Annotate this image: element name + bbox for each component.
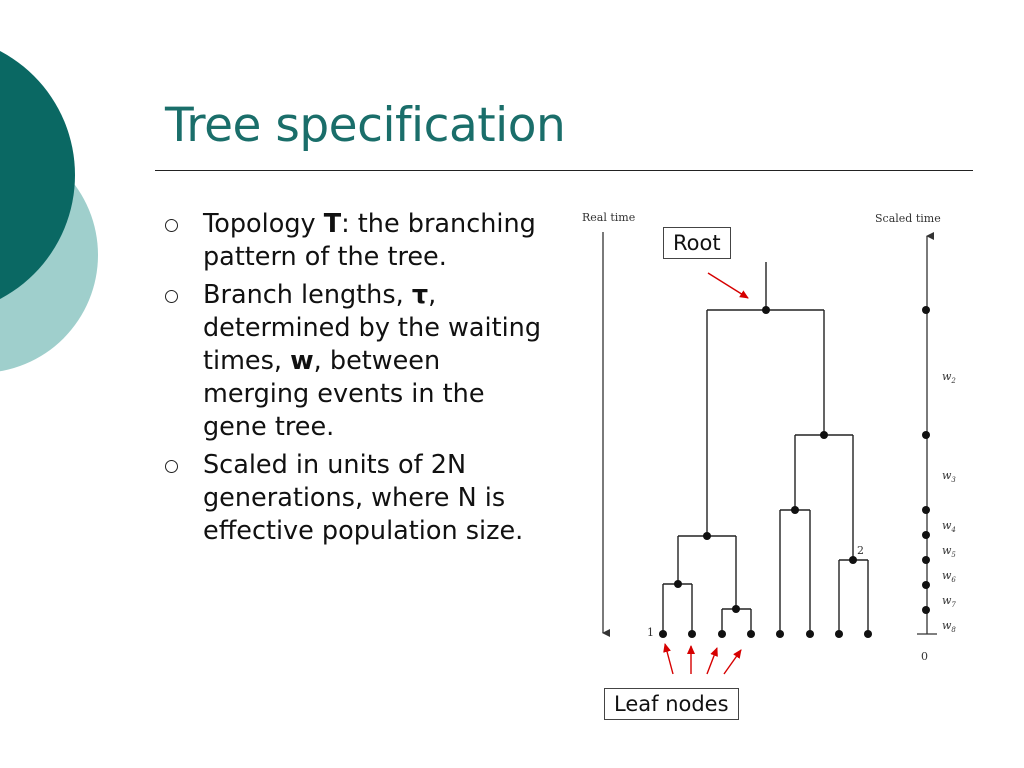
bullet-circle-icon	[165, 219, 178, 232]
leaf-node	[806, 630, 814, 638]
gene-tree-diagram: Real time Scaled time w2 w3 w4 w5 w6 w7 …	[582, 211, 956, 675]
internal-node	[849, 556, 857, 564]
bullet-branch-lengths: Branch lengths, τ, determined by the wai…	[165, 279, 550, 444]
waiting-time-w8: w8	[942, 619, 956, 634]
leaf-nodes-callout: Leaf nodes	[604, 688, 739, 720]
root-arrow	[707, 272, 749, 299]
leaf-arrow	[723, 649, 742, 675]
root-callout: Root	[663, 227, 731, 259]
bullet-branch-w: w	[290, 346, 314, 376]
waiting-time-w7: w7	[942, 594, 956, 609]
slide-title: Tree specification	[165, 98, 566, 153]
node5-subtree	[677, 535, 737, 609]
internal-nodes	[674, 306, 857, 613]
leaf-label-1: 1	[647, 626, 654, 639]
waiting-time-labels: w2 w3 w4 w5 w6 w7 w8	[942, 370, 956, 634]
leaf-node	[718, 630, 726, 638]
axis-dot	[922, 581, 930, 589]
leaf-node	[688, 630, 696, 638]
bullet-topology-pre: Topology	[203, 209, 324, 239]
scaled-zero-label: 0	[921, 650, 928, 663]
node4-subtree	[779, 509, 811, 634]
bullet-branch-pre: Branch lengths,	[203, 280, 412, 310]
leaf-arrow	[706, 647, 718, 675]
bullet-scaled-text: Scaled in units of 2N generations, where…	[203, 450, 524, 546]
axis-dot	[922, 506, 930, 514]
bullet-branch-mid: , determined by the waiting times,	[203, 280, 541, 376]
axis-dot	[922, 431, 930, 439]
bullet-circle-icon	[165, 460, 178, 473]
axis-dot	[922, 556, 930, 564]
waiting-time-w4: w4	[942, 519, 956, 534]
axis-dot	[922, 606, 930, 614]
leaf-node	[835, 630, 843, 638]
bullet-list: Topology T: the branching pattern of the…	[165, 208, 550, 553]
waiting-time-w2: w2	[942, 370, 956, 385]
leaf-node	[864, 630, 872, 638]
waiting-time-w5: w5	[942, 544, 956, 559]
node6-subtree	[662, 583, 693, 634]
root-node	[762, 306, 770, 314]
waiting-time-w6: w6	[942, 569, 956, 584]
scaled-axis-dots	[922, 306, 930, 614]
internal-node	[791, 506, 799, 514]
tree-branches	[662, 262, 869, 634]
axis-dot	[922, 306, 930, 314]
leaf-node	[747, 630, 755, 638]
bullet-branch-post: , between merging events in the gene tre…	[203, 346, 485, 442]
bullet-topology-symbol: T	[323, 209, 342, 239]
node2-subtree	[838, 559, 869, 634]
waiting-time-w3: w3	[942, 469, 956, 484]
real-time-label: Real time	[582, 211, 635, 224]
bullet-topology-post: : the branching pattern of the tree.	[203, 209, 536, 272]
internal-node	[732, 605, 740, 613]
bullet-topology: Topology T: the branching pattern of the…	[165, 208, 550, 274]
leaf-node	[659, 630, 667, 638]
leaf-nodes	[659, 630, 872, 638]
leaf-arrow	[663, 643, 674, 675]
dark-teal-circle	[0, 51, 75, 299]
node-label-2: 2	[857, 544, 864, 557]
title-divider	[155, 170, 973, 171]
axis-dot	[922, 531, 930, 539]
scaled-time-label: Scaled time	[875, 212, 941, 225]
internal-node	[674, 580, 682, 588]
callout-arrows	[663, 272, 749, 675]
internal-node	[703, 532, 711, 540]
bullet-branch-tau: τ	[411, 280, 429, 310]
bullet-scaled-units: Scaled in units of 2N generations, where…	[165, 449, 550, 548]
bullet-circle-icon	[165, 290, 178, 303]
leaf-node	[776, 630, 784, 638]
internal-node	[820, 431, 828, 439]
